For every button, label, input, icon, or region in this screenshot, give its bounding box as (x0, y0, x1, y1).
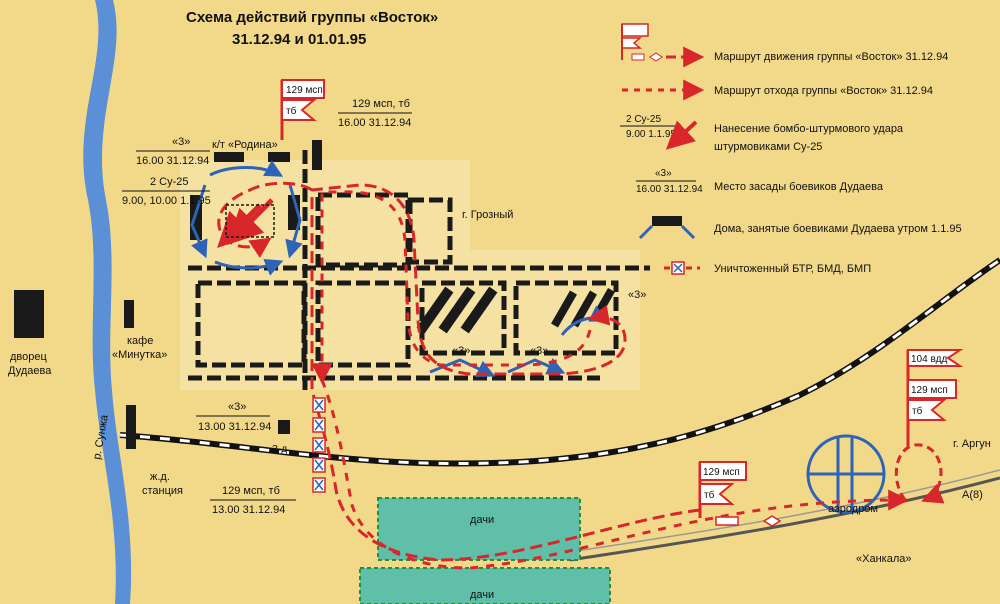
crossing-label: З-д (272, 444, 287, 455)
flag-129-mid-l1: 129 мсп (703, 467, 740, 478)
flag-129-mid-l2: тб (704, 489, 715, 501)
route-retreat (311, 190, 910, 570)
legend-airstrike-tag2: 9.00 1.1.95 (626, 129, 676, 140)
station-label-2: станция (142, 485, 183, 497)
dachi-top-label: дачи (470, 514, 494, 526)
legend-destroyed-symbol (664, 261, 700, 275)
legend-airstrike-label-2: штурмовиками Су-25 (714, 141, 822, 153)
cafe-building (124, 300, 134, 328)
svg-text:«3»: «3» (228, 401, 246, 413)
title-line-2: 31.12.94 и 01.01.95 (232, 31, 366, 48)
svg-text:«3»: «3» (172, 136, 190, 148)
grozny-label: г. Грозный (462, 209, 513, 221)
svg-text:9.00, 10.00 1.1.95: 9.00, 10.00 1.1.95 (122, 195, 211, 207)
unit-annotation-top: 129 мсп, тб 16.00 31.12.94 (338, 98, 412, 129)
svg-text:2 Су-25: 2 Су-25 (150, 176, 189, 188)
station-label-1: ж.д. (150, 471, 170, 483)
cinema-label: к/т «Родина» (212, 139, 278, 151)
enemy-houses (190, 160, 609, 378)
flag-129-top-l1: 129 мсп (286, 85, 323, 96)
palace-label-1: дворец (10, 351, 47, 363)
dachi-top-area (377, 497, 581, 561)
svg-text:13.00 31.12.94: 13.00 31.12.94 (198, 421, 271, 433)
svg-text:129 мсп, тб: 129 мсп, тб (352, 98, 410, 110)
svg-text:13.00 31.12.94: 13.00 31.12.94 (212, 504, 285, 516)
unit-annotation-bottom: 129 мсп, тб 13.00 31.12.94 (210, 485, 296, 516)
argun-label: г. Аргун (953, 438, 991, 450)
legend-advance-symbol (621, 23, 705, 68)
flag-129-right-l1: 129 мсп (911, 385, 948, 396)
flag-104: 104 вдд 129 мсп тб (906, 349, 964, 448)
cafe-label-1: кафе (127, 335, 153, 347)
ambush-annotation-station: «3» 13.00 31.12.94 (196, 401, 271, 433)
svg-text:129 мсп, тб: 129 мсп, тб (222, 485, 280, 497)
legend: Маршрут движения группы «Восток» 31.12.9… (620, 23, 962, 275)
ambush-annotation-cinema: «3» 16.00 31.12.94 (136, 136, 210, 167)
flag-129-top: 129 мсп тб (280, 79, 325, 140)
dachi-bottom-label: дачи (470, 589, 494, 601)
river-sunzha (83, 0, 132, 604)
legend-airstrike-tag1: 2 Су-25 (626, 114, 661, 125)
svg-text:16.00 31.12.94: 16.00 31.12.94 (136, 155, 209, 167)
road-label: А(8) (962, 489, 983, 501)
legend-houses-label: Дома, занятые боевиками Дудаева утром 1.… (714, 223, 962, 235)
railway (119, 257, 1000, 467)
legend-airstrike-symbol (665, 120, 698, 150)
palace-label-2: Дудаева (8, 365, 52, 377)
legend-ambush-tag1: «3» (655, 168, 672, 179)
legend-houses-symbol (638, 216, 696, 240)
station-building (126, 405, 136, 449)
route-vehicles (715, 515, 782, 527)
svg-text:16.00 31.12.94: 16.00 31.12.94 (338, 117, 411, 129)
legend-ambush-label: Место засады боевиков Дудаева (714, 181, 884, 193)
airfield-symbol (806, 434, 886, 514)
flag-129-mid: 129 мсп тб (698, 461, 747, 518)
airstrike-annotation: 2 Су-25 9.00, 10.00 1.1.95 (122, 176, 211, 207)
route-argun-loop (894, 443, 945, 504)
legend-advance-label: Маршрут движения группы «Восток» 31.12.9… (714, 51, 948, 63)
crossing-marker (278, 420, 290, 434)
legend-destroyed-label: Уничтоженный БТР, БМД, БМП (714, 263, 871, 275)
flag-129-top-l2: тб (286, 105, 297, 117)
ambush-tag-1: «3» (452, 345, 470, 357)
airfield-label: аэродром (828, 503, 878, 515)
title-line-1: Схема действий группы «Восток» (186, 9, 438, 26)
ambush-tag-2: «3» (530, 345, 548, 357)
ambush-tag-3: «3» (628, 289, 646, 301)
destroyed-crosses (314, 399, 324, 491)
cafe-label-2: «Минутка» (112, 349, 167, 361)
dachi-bottom-area (359, 567, 611, 604)
legend-ambush-tag2: 16.00 31.12.94 (636, 184, 703, 195)
flag-104-l1: 104 вдд (911, 354, 947, 365)
legend-retreat-label: Маршрут отхода группы «Восток» 31.12.94 (714, 85, 933, 97)
legend-airstrike-label: Нанесение бомбо-штурмового удара (714, 123, 904, 135)
flag-129-right-l2: тб (912, 405, 923, 417)
palace-building (14, 290, 44, 338)
khankala-label: «Ханкала» (856, 553, 911, 565)
